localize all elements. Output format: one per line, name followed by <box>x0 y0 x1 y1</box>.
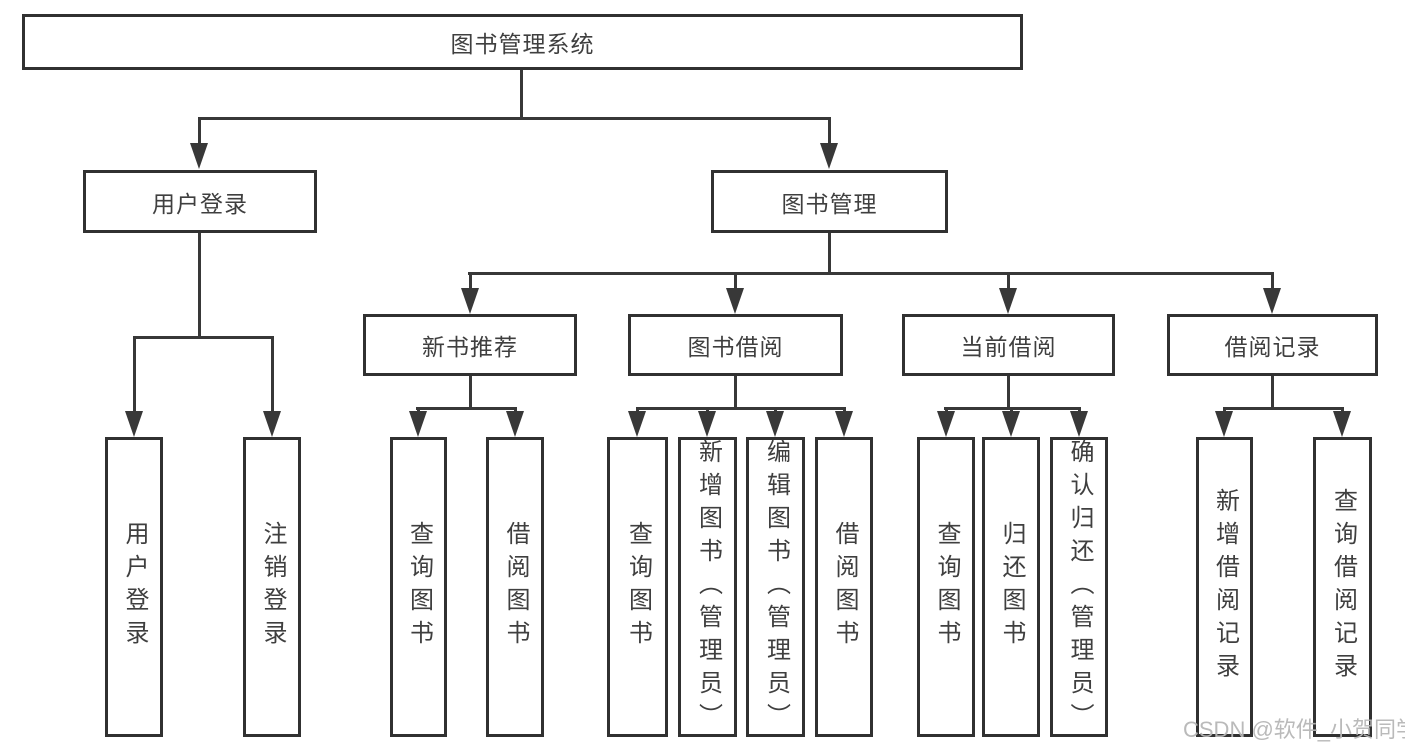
node-current-borrow: 当前借阅 <box>902 314 1115 376</box>
connector-to-record-line <box>1271 272 1274 291</box>
leaf-newbook-borrow-books: 借阅图书 <box>486 437 544 737</box>
connector-book-management-hline <box>468 272 1274 275</box>
connector-record-leaf1-line <box>1223 407 1226 414</box>
leaf-borrow-borrow-books: 借阅图书 <box>815 437 873 737</box>
leaf-borrow-query-books-label: 查询图书 <box>624 521 652 653</box>
connector-current-leaf1-line <box>945 407 948 414</box>
connector-newbook-leaf1-line <box>417 407 420 414</box>
leaf-user-login: 用户登录 <box>105 437 163 737</box>
connector-record-leaf2-line <box>1341 407 1344 414</box>
arrow-to-leaf-user-login <box>125 411 143 437</box>
connector-current-leaf3-line <box>1078 407 1081 414</box>
connector-record-drop <box>1271 376 1274 407</box>
connector-to-new-book-line <box>469 272 472 291</box>
connector-record-hline <box>1223 407 1344 410</box>
node-new-book-recommend: 新书推荐 <box>363 314 577 376</box>
arrow-to-query-borrow-record <box>1333 411 1351 437</box>
leaf-borrow-borrow-books-label: 借阅图书 <box>831 521 858 653</box>
node-root-label: 图书管理系统 <box>450 31 595 57</box>
connector-borrow-leaf4-line <box>843 407 846 414</box>
connector-book-management-drop <box>828 233 831 272</box>
arrow-to-leaf-logout <box>263 411 281 437</box>
arrow-to-newbook-borrow-books <box>506 411 524 437</box>
leaf-add-books-admin: 新增图书（管理员） <box>678 437 737 737</box>
connector-to-user-login-line <box>198 117 201 146</box>
leaf-return-books: 归还图书 <box>982 437 1040 737</box>
leaf-user-login-label: 用户登录 <box>121 521 148 653</box>
connector-to-book-management-line <box>828 117 831 146</box>
arrow-to-borrow <box>726 288 744 314</box>
csdn-watermark: CSDN @软件_小贺同学 <box>1183 717 1405 742</box>
arrow-to-newbook-query-books <box>409 411 427 437</box>
leaf-add-books-admin-label: 新增图书（管理员） <box>694 438 722 736</box>
node-book-borrow: 图书借阅 <box>628 314 843 376</box>
connector-borrow-leaf1-line <box>636 407 639 414</box>
leaf-add-borrow-record-label: 新增借阅记录 <box>1211 488 1239 686</box>
leaf-query-borrow-record-label: 查询借阅记录 <box>1329 488 1357 686</box>
arrow-to-current <box>999 288 1017 314</box>
node-root: 图书管理系统 <box>22 14 1023 70</box>
node-user-login: 用户登录 <box>83 170 317 233</box>
leaf-borrow-query-books: 查询图书 <box>607 437 668 737</box>
leaf-newbook-borrow-books-label: 借阅图书 <box>502 521 529 653</box>
leaf-logout-label: 注销登录 <box>259 521 286 653</box>
node-book-management: 图书管理 <box>711 170 948 233</box>
arrow-to-return-books <box>1002 411 1020 437</box>
connector-current-drop <box>1007 376 1010 407</box>
leaf-logout: 注销登录 <box>243 437 301 737</box>
node-borrow-record-label: 借阅记录 <box>1224 334 1321 360</box>
connector-borrow-hline <box>636 407 846 410</box>
connector-new-book-hline <box>416 407 517 410</box>
connector-to-leaf-logout-line <box>271 336 274 414</box>
connector-to-borrow-line <box>734 272 737 291</box>
connector-to-current-line <box>1007 272 1010 291</box>
node-current-borrow-label: 当前借阅 <box>960 334 1057 360</box>
node-book-borrow-label: 图书借阅 <box>687 334 784 360</box>
leaf-current-query-books: 查询图书 <box>917 437 975 737</box>
arrow-to-current-query-books <box>937 411 955 437</box>
connector-root-hline <box>198 117 831 120</box>
arrow-to-add-borrow-record <box>1215 411 1233 437</box>
arrow-to-new-book <box>461 288 479 314</box>
connector-newbook-leaf2-line <box>514 407 517 414</box>
arrow-to-borrow-query-books <box>628 411 646 437</box>
connector-borrow-drop <box>734 376 737 407</box>
leaf-return-books-label: 归还图书 <box>998 521 1025 653</box>
arrow-to-user-login <box>190 143 208 169</box>
leaf-current-query-books-label: 查询图书 <box>933 521 960 653</box>
connector-to-leaf-user-login-line <box>133 336 136 414</box>
leaf-add-borrow-record: 新增借阅记录 <box>1196 437 1253 737</box>
node-user-login-label: 用户登录 <box>152 190 248 217</box>
node-new-book-recommend-label: 新书推荐 <box>422 334 518 360</box>
arrow-to-record <box>1263 288 1281 314</box>
leaf-confirm-return-admin-label: 确认归还（管理员） <box>1066 438 1093 736</box>
leaf-newbook-query-books-label: 查询图书 <box>405 521 433 653</box>
arrow-to-book-management <box>820 143 838 169</box>
leaf-edit-books-admin-label: 编辑图书（管理员） <box>762 438 790 736</box>
leaf-query-borrow-record: 查询借阅记录 <box>1313 437 1372 737</box>
node-book-management-label: 图书管理 <box>781 190 878 217</box>
node-borrow-record: 借阅记录 <box>1167 314 1378 376</box>
arrow-to-confirm-return-admin <box>1070 411 1088 437</box>
connector-user-login-hline <box>133 336 274 339</box>
connector-current-leaf2-line <box>1010 407 1013 414</box>
leaf-newbook-query-books: 查询图书 <box>390 437 447 737</box>
connector-borrow-leaf2-line <box>706 407 709 414</box>
connector-user-login-drop <box>198 233 201 336</box>
leaf-edit-books-admin: 编辑图书（管理员） <box>746 437 805 737</box>
connector-root-drop <box>520 70 523 117</box>
arrow-to-edit-books-admin <box>766 411 784 437</box>
connector-new-book-drop <box>469 376 472 407</box>
leaf-confirm-return-admin: 确认归还（管理员） <box>1050 437 1108 737</box>
arrow-to-borrow-borrow-books <box>835 411 853 437</box>
arrow-to-add-books-admin <box>698 411 716 437</box>
connector-borrow-leaf3-line <box>774 407 777 414</box>
